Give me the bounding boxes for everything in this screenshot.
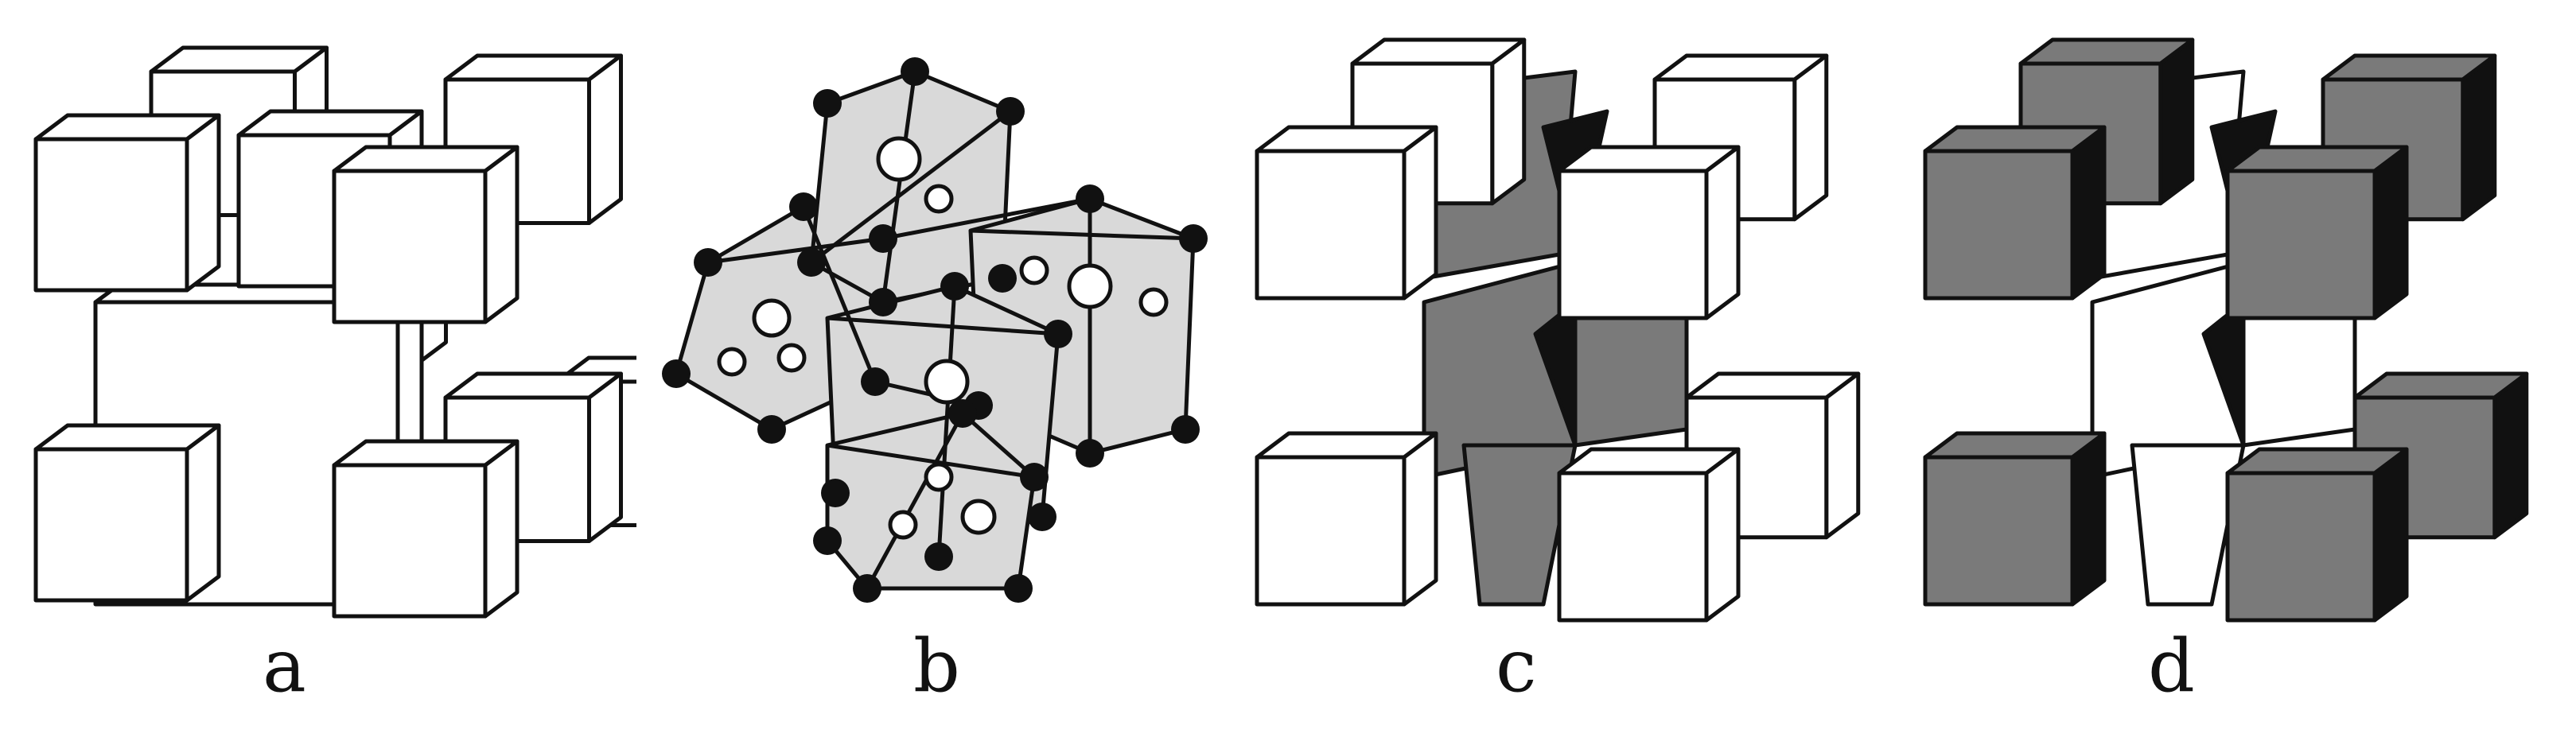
front-cube-3-side [185, 423, 221, 603]
metal-atom-5 [662, 359, 691, 388]
anion-atom-10 [924, 462, 954, 492]
panel-d-front-cube-3-front [2225, 471, 2377, 623]
metal-atom-6 [813, 89, 842, 118]
anion-atom-6 [776, 343, 807, 373]
anion-atom-4 [960, 499, 997, 535]
back-cube-4-side [587, 371, 623, 543]
bond-2 [881, 71, 917, 303]
panel-label-b: b [913, 623, 960, 708]
anion-atom-9 [1138, 287, 1169, 317]
anion-atom-7 [924, 184, 954, 214]
bond-0 [801, 206, 877, 382]
panel-d-back-cube-2-side [2492, 371, 2529, 540]
anion-atom-2 [1067, 263, 1113, 309]
anion-atom-3 [924, 359, 970, 405]
front-cube-0-front [33, 137, 189, 293]
panel-c-front-cube-1-side [1704, 145, 1741, 320]
metal-atom-21 [821, 479, 850, 507]
metal-atom-14 [1171, 415, 1200, 444]
panel-c-front-cube-2-front [1255, 455, 1407, 607]
metal-atom-18 [1044, 320, 1072, 348]
panel-d-void-bottom [2130, 443, 2246, 607]
panel-a-cube-framework [33, 45, 636, 619]
metal-atom-20 [924, 542, 953, 571]
front-cube-0-side [185, 113, 221, 293]
front-cube-2-side [483, 145, 519, 324]
metal-atom-23 [1020, 463, 1049, 491]
panel-c-back-cube-2-side [1824, 371, 1861, 540]
metal-atom-13 [1179, 224, 1208, 253]
panel-c-back-cube-0-side [1490, 37, 1527, 206]
front-cube-4-side [483, 439, 519, 619]
front-cube-3-front [33, 447, 189, 603]
panel-d-void-black-center [2201, 300, 2246, 448]
panel-label-d: d [2148, 623, 2195, 708]
bond-1 [707, 236, 884, 265]
panel-d-front-cube-1-front [2225, 169, 2377, 320]
panel-d-front-cube-0-side [2070, 125, 2107, 301]
panel-d-front-cube-0-front [1923, 149, 2075, 301]
metal-atom-0 [694, 248, 722, 277]
panel-label-a: a [263, 623, 306, 708]
metal-atom-10 [869, 288, 897, 316]
panel-d-front-cube-2-front [1923, 455, 2075, 607]
metal-atom-4 [757, 415, 786, 444]
panel-label-c: c [1496, 623, 1537, 708]
front-cube-2-front [332, 169, 488, 324]
metal-atom-26 [813, 526, 842, 555]
panel-c-front-cube-2-side [1402, 431, 1438, 607]
metal-atom-2 [869, 224, 897, 253]
metal-atom-8 [996, 97, 1025, 126]
panel-d-cube-framework-inverted [1923, 37, 2529, 623]
metal-atom-15 [1076, 439, 1104, 468]
metal-atom-3 [861, 367, 889, 396]
bond-10 [882, 196, 1091, 241]
metal-atom-24 [1004, 574, 1033, 603]
front-cube-4-front [332, 463, 488, 619]
panel-c-cube-framework-shaded [1255, 37, 1861, 623]
bond-6 [936, 285, 957, 557]
panel-d-front-cube-1-side [2372, 145, 2409, 320]
panel-c-front-cube-1-front [1557, 169, 1709, 320]
panel-c-front-cube-3-front [1557, 471, 1709, 623]
panel-c-front-cube-0-front [1255, 149, 1407, 301]
panel-d-front-cube-2-side [2070, 431, 2107, 607]
bond-7 [827, 316, 1059, 336]
panel-d-back-cube-0-side [2158, 37, 2195, 206]
metal-atom-1 [789, 192, 818, 221]
metal-atom-25 [853, 574, 881, 603]
metal-atom-19 [1028, 503, 1056, 531]
bond-3 [810, 110, 1012, 264]
bond-5 [970, 228, 1194, 241]
metal-atom-22 [948, 399, 977, 428]
metal-atom-11 [797, 248, 826, 277]
anion-atom-0 [752, 298, 792, 338]
metal-atom-17 [940, 272, 969, 301]
panel-c-void-bottom [1461, 443, 1578, 607]
panel-d-front-cube-3-side [2372, 447, 2409, 623]
metal-atom-7 [901, 57, 929, 86]
back-cube-1-side [587, 53, 623, 225]
panel-c-front-cube-0-side [1402, 125, 1438, 301]
panel-c-void-black-center [1533, 300, 1578, 448]
anion-atom-8 [1019, 255, 1049, 285]
metal-atom-9 [988, 264, 1017, 293]
panel-c-back-cube-1-side [1792, 53, 1829, 222]
anion-atom-11 [888, 510, 918, 540]
panel-b-polyhedral-model [662, 57, 1208, 603]
anion-atom-1 [876, 136, 922, 182]
bond-9 [827, 443, 1035, 479]
panel-c-front-cube-3-side [1704, 447, 1741, 623]
panel-d-back-cube-1-side [2461, 53, 2497, 222]
anion-atom-5 [717, 347, 747, 377]
metal-atom-12 [1076, 184, 1104, 213]
bond-8 [865, 412, 965, 590]
